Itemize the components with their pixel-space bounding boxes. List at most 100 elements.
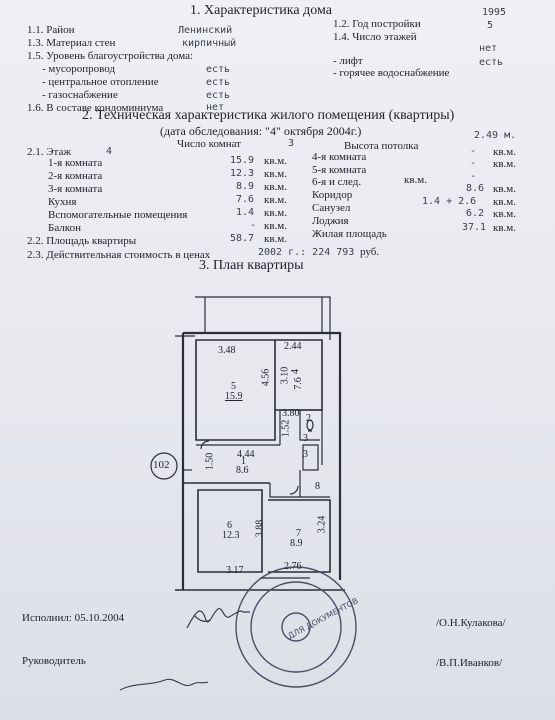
condo-value: нет — [206, 102, 225, 113]
dim-276: 2.76 — [284, 561, 302, 572]
loggia-value: 6.2 — [466, 208, 485, 219]
balcony-unit: кв.м. — [264, 220, 287, 232]
district-value: Ленинский — [178, 25, 233, 36]
wc-2: 2 — [306, 413, 311, 424]
dim-324: 3.24 — [316, 515, 328, 534]
cost-unit: руб. — [360, 246, 380, 258]
apartment-number: 102 — [153, 459, 170, 471]
corridor-unit: кв.м. — [493, 183, 516, 195]
section3-title: 3. План квартиры — [199, 258, 304, 273]
district-label: 1.1. Район — [27, 24, 75, 36]
dim-150: 1.50 — [204, 452, 216, 471]
room4-label: 4-я комната — [312, 151, 367, 163]
dim-388: 3.88 — [254, 519, 266, 538]
room7-area: 8.9 — [290, 538, 303, 549]
bathroom-value: 1.4 + 2.6 — [422, 196, 477, 207]
room5-area: 15.9 — [225, 391, 243, 402]
year-value: 1995 — [482, 7, 507, 18]
room5-num: 5 — [231, 381, 236, 392]
section2-title: 2. Техническая характеристика жилого пом… — [82, 108, 455, 123]
gas-value: есть — [206, 90, 231, 101]
room2-label: 2-я комната — [48, 170, 103, 182]
loggia-unit: кв.м. — [493, 208, 516, 220]
kitchen-unit: кв.м. — [264, 194, 287, 206]
room6-area: 12.3 — [222, 530, 240, 541]
dim-444: 4.44 — [237, 449, 255, 460]
material-label: 1.3. Материал стен — [27, 37, 116, 49]
kitchen-label: Кухня — [48, 196, 77, 208]
room2-value: 12.3 — [230, 168, 255, 179]
year-label: 1.2. Год постройки — [333, 18, 421, 30]
room1-area: 8.6 — [236, 465, 249, 476]
section2-subtitle: (дата обследования: "4" октября 2004г.) — [160, 124, 362, 138]
heating-label: - центральное отопление — [42, 76, 159, 88]
room5-unit: кв.м. — [493, 158, 516, 170]
living-unit: кв.м. — [493, 222, 516, 234]
room3-label: 3-я комната — [48, 183, 103, 195]
room3-value: 8.9 — [236, 181, 255, 192]
cost-label: 2.3. Действительная стоимость в ценах — [27, 249, 211, 261]
aux-label: Вспомогательные помещения — [48, 209, 188, 221]
dim-152: 1.52 — [280, 419, 292, 438]
hotwater-label: - горячее водоснабжение — [333, 67, 450, 79]
room1-label: 1-я комната — [48, 157, 103, 169]
room7-num: 7 — [296, 528, 301, 539]
bathroom-label: Санузел — [312, 202, 351, 214]
area-label: 2.2. Площадь квартиры — [27, 235, 137, 247]
room5-value: - — [470, 158, 477, 169]
garbage-label: - мусоропровод — [42, 63, 116, 75]
room1-unit: кв.м. — [264, 155, 287, 167]
floors-value: 5 — [487, 20, 494, 31]
area-value: 58.7 — [230, 233, 255, 244]
room6-value: - — [470, 171, 477, 182]
room4-value: - — [470, 146, 477, 157]
room6-unit: кв.м. — [404, 174, 427, 186]
corridor-value: 8.6 — [466, 183, 485, 194]
material-value: кирпичный — [182, 38, 237, 49]
room4-num: 4 — [290, 369, 301, 374]
stamp-graphic — [235, 566, 357, 688]
room3-unit: кв.м. — [264, 181, 287, 193]
wc-3: 3 — [303, 433, 308, 444]
executor-name: /О.Н.Кулакова/ — [436, 617, 506, 629]
signature-executor — [186, 607, 250, 629]
lift-label: - лифт — [333, 55, 363, 67]
cost-value: 2002 г.: 224 793 — [258, 247, 355, 258]
area-unit: кв.м. — [264, 233, 287, 245]
balcony-label: Балкон — [48, 222, 81, 234]
signature-head — [119, 678, 209, 691]
kitchen-value: 7.6 — [236, 194, 255, 205]
room4-area: 7.6 — [292, 377, 304, 390]
rooms-label: Число комнат — [177, 138, 241, 150]
corridor-label: Коридор — [312, 189, 353, 201]
lift-value: нет — [479, 43, 498, 54]
living-value: 37.1 — [462, 222, 487, 233]
loggia-label: Лоджия — [312, 215, 349, 227]
aux-unit: кв.м. — [264, 207, 287, 219]
executor-label: Исполнил: 05.10.2004 — [22, 612, 125, 624]
section1-title: 1. Характеристика дома — [190, 3, 332, 18]
dim-348: 3.48 — [218, 345, 236, 356]
room1-value: 15.9 — [230, 155, 255, 166]
room1-num: 1 — [241, 456, 246, 467]
garbage-value: есть — [206, 64, 231, 75]
bathroom-unit: кв.м. — [493, 196, 516, 208]
head-name: /В.П.Иванков/ — [436, 657, 503, 669]
ceiling-label: Высота потолка — [344, 140, 419, 152]
dim-3: 3 — [303, 449, 308, 460]
living-label: Жилая площадь — [312, 228, 387, 240]
amenities-label: 1.5. Уровень благоустройства дома: — [27, 50, 194, 62]
floors-label: 1.4. Число этажей — [333, 31, 417, 43]
dim-456: 4.56 — [260, 368, 272, 387]
room2-unit: кв.м. — [264, 168, 287, 180]
dim-317: 3.17 — [226, 565, 244, 576]
room5-label: 5-я комната — [312, 164, 367, 176]
floor-value: 4 — [106, 146, 113, 157]
dim-8: 8 — [315, 481, 320, 492]
hotwater-value: есть — [479, 57, 504, 68]
dim-380: 3.80 — [282, 408, 300, 419]
balcony-value: - — [250, 220, 257, 231]
dim-310: 3.10 — [279, 366, 291, 385]
room6-num: 6 — [227, 520, 232, 531]
